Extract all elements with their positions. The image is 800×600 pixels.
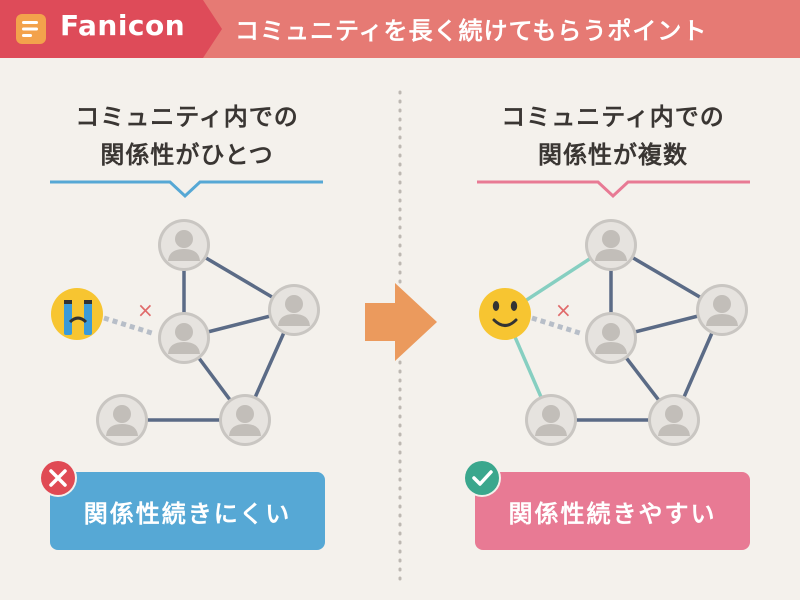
chat-list-icon [16, 14, 46, 44]
left-result-label: 関係性続きにくい [83, 499, 292, 528]
right-title-line1: コミュニティ内での [501, 103, 725, 131]
left-person-right [268, 284, 320, 336]
left-person-bottom-right [219, 394, 271, 446]
right-person-right [696, 284, 748, 336]
left-result-box: 関係性続きにくい [50, 472, 325, 550]
transition-arrow-icon [365, 283, 437, 361]
left-person-center [158, 312, 210, 364]
left-person-top [158, 219, 210, 271]
right-broken-marker: × [555, 298, 572, 322]
right-result-box: 関係性続きやすい [475, 472, 750, 550]
right-title-underline [477, 180, 750, 199]
header-bar: Fanicon コミュニティを長く続けてもらうポイント [0, 0, 800, 58]
crying-face-icon [51, 288, 103, 340]
right-person-bottom-right [648, 394, 700, 446]
left-broken-marker: × [137, 298, 154, 322]
left-person-bottom-left [96, 394, 148, 446]
right-title-line2: 関係性が複数 [538, 141, 688, 169]
right-person-bottom-left [525, 394, 577, 446]
left-title-line2: 関係性がひとつ [100, 141, 274, 169]
page-title: コミュニティを長く続けてもらうポイント [235, 17, 708, 45]
right-person-top [585, 219, 637, 271]
right-result-label: 関係性続きやすい [508, 499, 717, 528]
right-panel-title: コミュニティ内での 関係性が複数 [463, 98, 763, 174]
smiling-face-icon [479, 288, 531, 340]
left-panel-title: コミュニティ内での 関係性がひとつ [37, 98, 337, 174]
right-person-center [585, 312, 637, 364]
left-title-underline [50, 180, 323, 199]
header-background [0, 0, 800, 58]
left-title-line1: コミュニティ内での [75, 103, 299, 131]
brand-name[interactable]: Fanicon [60, 9, 186, 42]
